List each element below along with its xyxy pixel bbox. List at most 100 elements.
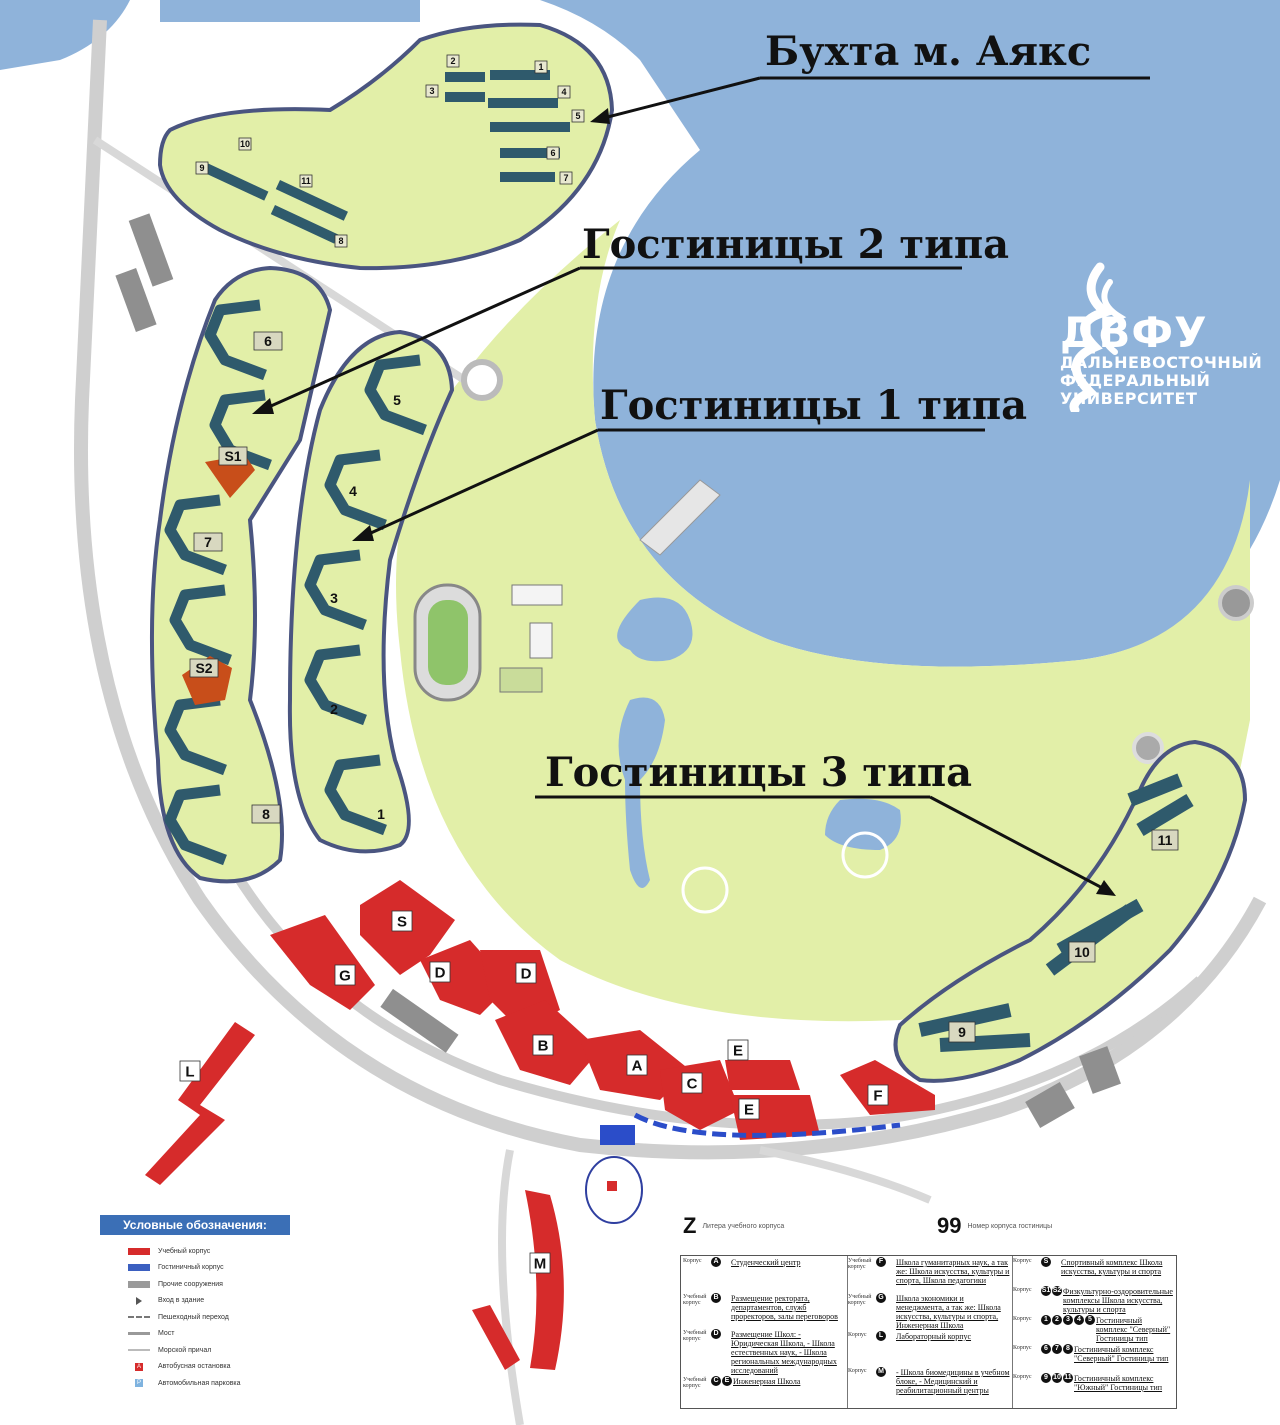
svg-text:8: 8 [262, 806, 270, 822]
south-road [498, 1149, 524, 1425]
number-sample: 99 [937, 1213, 962, 1238]
svg-text:M: M [534, 1255, 547, 1272]
court-3 [499, 667, 543, 693]
logo-line3: УНИВЕРСИТЕТ [1060, 389, 1198, 408]
bay-hotel-block [500, 148, 560, 158]
svg-text:4: 4 [349, 483, 357, 499]
legend-label: Вход в здание [158, 1297, 205, 1305]
svg-text:F: F [873, 1087, 882, 1104]
roundabout-north [461, 359, 503, 401]
callout-hotels-2: Гостиницы 2 типа [582, 221, 1010, 268]
map-label: 11 [1151, 829, 1179, 851]
badge: 10 [1052, 1373, 1062, 1383]
map-label: 9 [195, 161, 209, 175]
svg-text:5: 5 [575, 111, 580, 121]
entry-text: Размещение ректората, департаментов, слу… [731, 1294, 838, 1321]
svg-text:9: 9 [958, 1024, 966, 1040]
logo-line2: ФЕДЕРАЛЬНЫЙ [1060, 371, 1211, 390]
letter-sample: Z [683, 1213, 697, 1238]
stadium-field [428, 600, 468, 685]
bus-stop-icon [607, 1181, 617, 1191]
legend-title: Условные обозначения: [100, 1215, 290, 1235]
bridge-icon [128, 1330, 150, 1337]
svg-text:8: 8 [338, 236, 343, 246]
bay-hotels-zone [157, 22, 615, 271]
building-e-north [725, 1060, 800, 1090]
hotel-building [169, 584, 232, 666]
svg-text:D: D [435, 964, 446, 981]
hotel-building [1127, 773, 1183, 807]
map-label: 4 [349, 483, 357, 499]
callout-hotels-1: Гостиницы 1 типа [600, 382, 1028, 429]
map-label: S1 [218, 446, 248, 466]
entry-prefix: Корпус [683, 1258, 702, 1264]
entry-text: Студенческий центр [731, 1258, 801, 1267]
badge: 7 [1052, 1344, 1062, 1354]
map-label: S [391, 910, 413, 932]
badge: 6 [1041, 1344, 1051, 1354]
svg-text:10: 10 [1074, 944, 1090, 960]
entry-text: Лабораторный корпус [896, 1332, 972, 1341]
entry-prefix: Учебный корпус [683, 1294, 707, 1306]
walking-route [633, 1112, 901, 1138]
hotel-buildings [164, 299, 1194, 1052]
svg-text:B: B [538, 1037, 549, 1054]
entry-badges: B [711, 1293, 722, 1303]
hotel-building [324, 754, 387, 836]
building-m [525, 1190, 564, 1370]
svg-text:4: 4 [561, 87, 566, 97]
legend-item: Учебный корпус [100, 1243, 290, 1260]
badge: M [876, 1367, 886, 1377]
map-label: M [529, 1252, 551, 1274]
entry-text: Гостиничный комплекс "Северный" Гостиниц… [1096, 1316, 1171, 1343]
entry-badges: L [876, 1331, 887, 1341]
bay-hotel-block [488, 98, 558, 108]
legend-label: Мост [158, 1330, 175, 1338]
roundabout-east [1218, 585, 1254, 621]
entry-text: Гостиничный комплекс "Южный" Гостиницы т… [1074, 1374, 1163, 1392]
map-label: S2 [189, 658, 219, 678]
svg-text:3: 3 [429, 86, 434, 96]
legend-swatch-icon [128, 1280, 150, 1288]
legend-item: Прочие сооружения [100, 1276, 290, 1293]
entry-prefix: Корпус [1013, 1258, 1032, 1264]
entry-text: - Школа биомедицины в учебном блоке, - М… [896, 1368, 1010, 1395]
svg-text:9: 9 [199, 163, 204, 173]
entry-badges: M [876, 1367, 887, 1377]
letter-desc: Литера учебного корпуса [702, 1222, 785, 1230]
svg-text:6: 6 [264, 333, 272, 349]
entry-badges: F [876, 1257, 887, 1267]
map-label: 6 [253, 331, 283, 351]
entry-badges: D [711, 1329, 722, 1339]
entry-prefix: Учебный корпус [683, 1330, 707, 1342]
sports-s1 [205, 455, 255, 498]
legend-item: Вход в здание [100, 1293, 290, 1310]
building-c [660, 1060, 740, 1130]
bus-station-block [600, 1125, 635, 1145]
badge: S1 [1041, 1286, 1051, 1296]
map-label: D [515, 962, 537, 984]
map-label: 7 [193, 532, 223, 552]
hotel-building [204, 299, 267, 381]
badge: 1 [1041, 1315, 1051, 1325]
hotel-building [939, 1033, 1031, 1052]
pier [639, 479, 721, 556]
hotel-building [164, 784, 227, 866]
entry-prefix: Корпус [1013, 1287, 1032, 1293]
bay-hotel-block [500, 172, 555, 182]
hotels1-zone [287, 329, 455, 854]
svg-text:G: G [339, 967, 351, 984]
